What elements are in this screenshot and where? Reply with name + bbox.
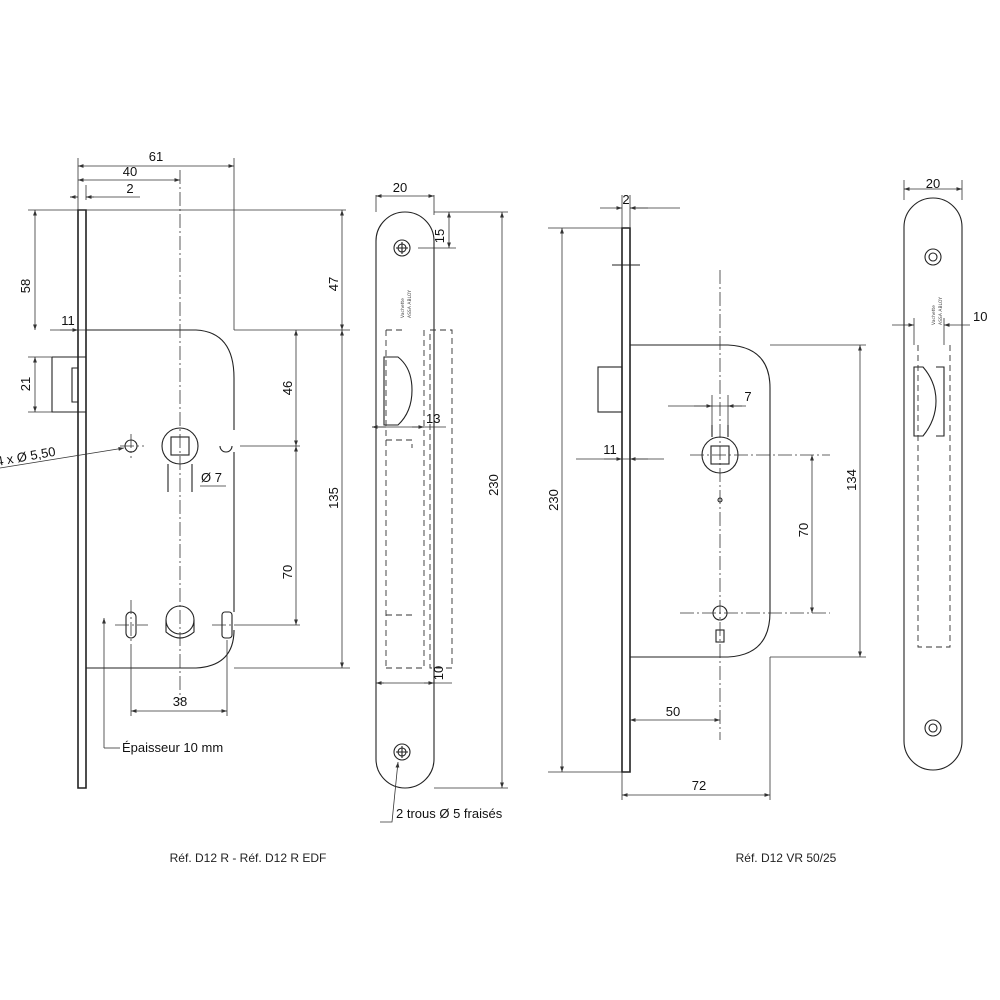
dim-47: 47: [326, 277, 341, 291]
dim-70: 70: [280, 565, 295, 579]
faceplate-outline: [375, 211, 435, 789]
dim-10: 10: [431, 666, 446, 680]
dim-21: 21: [18, 377, 33, 391]
note-screw-holes: 2 trous Ø 5 fraisés: [396, 806, 503, 821]
dim-11: 11: [603, 442, 617, 457]
screw-hole-top: [393, 239, 411, 257]
screw-hole-bottom: [393, 743, 411, 761]
faceplate-view-right: Vachette ASSA ABLOY 20 10: [892, 176, 987, 771]
screw-hole-top: [924, 248, 942, 266]
dim-2: 2: [622, 192, 629, 207]
case-body: [86, 329, 235, 669]
svg-text:ASSA ABLOY: ASSA ABLOY: [938, 297, 944, 325]
dim-70: 70: [796, 523, 811, 537]
faceplate-outline: [903, 197, 963, 771]
svg-text:ASSA ABLOY: ASSA ABLOY: [407, 290, 413, 318]
dim-11: 11: [61, 313, 75, 328]
dim-10: 10: [973, 309, 987, 324]
dim-230: 230: [486, 474, 501, 496]
brand-logo: Vachette ASSA ABLOY: [931, 297, 944, 325]
lock-case-view-left: 61 40 2 58 21 11 47 46 135 70 38 Ø 7 4 x…: [0, 149, 350, 865]
dim-15: 15: [432, 229, 447, 243]
dim-135: 135: [326, 487, 341, 509]
dim-46: 46: [280, 381, 295, 395]
dim-230: 230: [546, 489, 561, 511]
faceplate-edge: [77, 209, 87, 789]
brand-logo: Vachette ASSA ABLOY: [400, 290, 413, 318]
deadbolt: [597, 366, 623, 413]
faceplate-view-left: Vachette ASSA ABLOY 20 15 13 230 10 2 tr…: [372, 180, 508, 823]
dim-134: 134: [844, 469, 859, 491]
case-body: [630, 344, 771, 658]
dim-7: 7: [744, 389, 751, 404]
dim-58: 58: [18, 279, 33, 293]
faceplate-edge: [621, 227, 631, 773]
dim-13: 13: [426, 411, 440, 426]
deadbolt-slot: [913, 366, 937, 437]
dim-phi7: Ø 7: [201, 470, 222, 485]
note-holes: 4 x Ø 5,50: [0, 444, 57, 469]
dim-2: 2: [126, 181, 133, 196]
screw-hole-bottom: [924, 719, 942, 737]
latch-slot: [383, 356, 413, 426]
note-thickness: Épaisseur 10 mm: [122, 740, 223, 755]
dim-50: 50: [666, 704, 680, 719]
dim-20: 20: [393, 180, 407, 195]
dim-20: 20: [926, 176, 940, 191]
dim-72: 72: [692, 778, 706, 793]
caption-left: Réf. D12 R - Réf. D12 R EDF: [170, 851, 327, 865]
caption-right: Réf. D12 VR 50/25: [736, 851, 837, 865]
dim-40: 40: [123, 164, 137, 179]
svg-text:Vachette: Vachette: [931, 305, 937, 325]
dim-38: 38: [173, 694, 187, 709]
svg-text:Vachette: Vachette: [400, 298, 406, 318]
lock-case-view-right: 2 230 7 11 134 70 50 72 Réf. D12 VR 50/2…: [546, 192, 866, 865]
latch-bolt: [51, 356, 86, 413]
dim-61: 61: [149, 149, 163, 164]
